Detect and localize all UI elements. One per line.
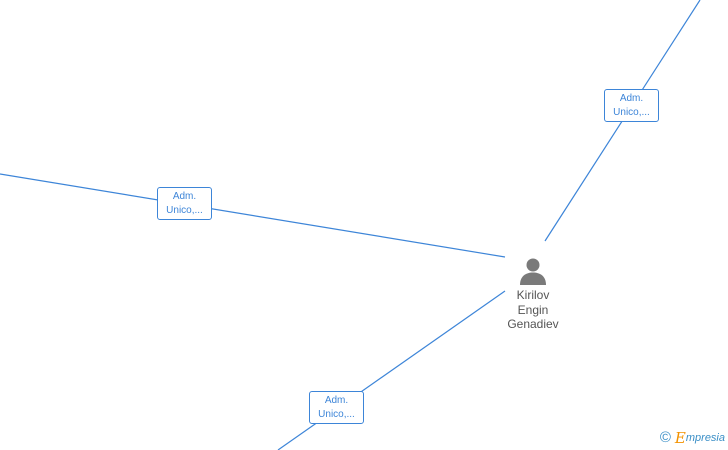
edge-line-bottom-left [277,290,506,450]
edge-label-role-detail: Unico,... [318,409,355,420]
person-node[interactable]: Kirilov Engin Genadiev [500,256,566,332]
person-name-line: Genadiev [507,317,559,331]
person-name-line: Kirilov [516,288,550,302]
edge-label-role-detail: Unico,... [613,107,650,118]
empresia-logo-text: mpresia [685,432,725,444]
edge-label-left[interactable]: Adm. Unico,... [157,187,212,220]
person-name-line: Engin [517,302,549,317]
empresia-logo-initial: E [674,429,686,447]
edge-label-role: Adm. [619,93,644,104]
edge-label-bottom-left[interactable]: Adm. Unico,... [309,391,364,424]
empresia-watermark: © E mpresia [659,429,725,447]
edge-label-role-detail: Unico,... [166,205,203,216]
edge-label-top-right[interactable]: Adm. Unico,... [604,89,659,122]
person-name[interactable]: Kirilov Engin Genadiev [500,288,566,332]
person-silhouette-icon [520,258,546,285]
edge-label-role: Adm. [172,191,197,202]
edge-label-role: Adm. [324,395,349,406]
edge-line-left [0,173,506,258]
copyright-icon: © [659,429,671,446]
